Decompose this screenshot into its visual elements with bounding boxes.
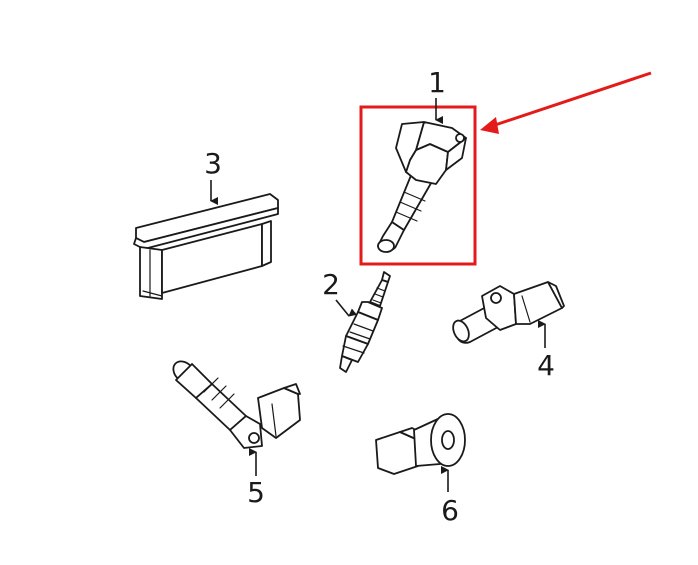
- callout-5: 5: [247, 476, 265, 509]
- ignition-coil-icon: [377, 121, 467, 253]
- leader-2: [335, 299, 357, 317]
- camshaft-sensor-icon: [452, 281, 565, 344]
- part-5-group[interactable]: 5: [169, 357, 301, 509]
- highlight-box: [359, 105, 477, 266]
- callout-2: 2: [322, 268, 340, 301]
- part-3-group[interactable]: 3: [133, 147, 279, 300]
- callout-4: 4: [537, 349, 555, 382]
- part-4-group[interactable]: 4: [450, 281, 565, 382]
- callout-3: 3: [204, 147, 222, 180]
- knock-sensor-icon: [375, 413, 466, 475]
- callout-6: 6: [441, 494, 459, 527]
- red-pointer-arrow: [480, 71, 652, 134]
- control-module-icon: [133, 193, 279, 300]
- crankshaft-sensor-icon: [172, 360, 301, 449]
- spark-plug-icon: [339, 271, 391, 373]
- part-2-group[interactable]: 2: [322, 268, 391, 373]
- part-6-group[interactable]: 6: [375, 413, 466, 527]
- part-1-group[interactable]: 1: [359, 66, 477, 266]
- callout-1: 1: [428, 66, 446, 99]
